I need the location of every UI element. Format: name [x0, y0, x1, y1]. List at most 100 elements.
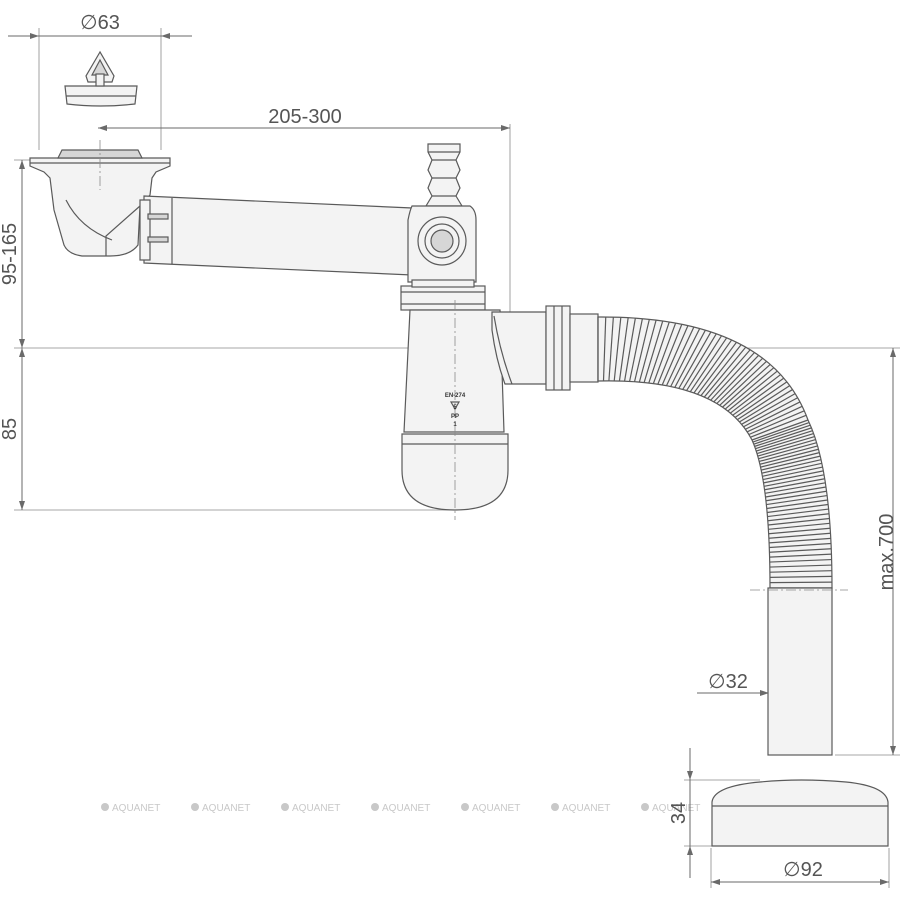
hose-rib: [743, 397, 798, 428]
hose-rib: [768, 517, 830, 526]
hose-rib: [752, 421, 810, 443]
recycle-icon: [449, 401, 461, 411]
hose-rib: [768, 532, 831, 539]
hose-rib: [710, 352, 755, 401]
hose-rib: [754, 427, 812, 447]
hose-rib: [737, 385, 791, 421]
dimension-outlet-spacing: 205-300: [98, 106, 511, 315]
hose-rib: [767, 503, 829, 514]
hose-rib: [682, 333, 717, 390]
watermark-text: AQUANET: [382, 803, 430, 814]
hose-rib: [643, 320, 664, 383]
hose-rib: [755, 430, 813, 450]
sink-strainer: [29, 140, 171, 257]
drain-pipe: [750, 587, 848, 756]
hose-rib: [766, 494, 828, 506]
watermark-text: AQUANET: [202, 803, 250, 814]
hose-rib: [700, 344, 742, 396]
hose-rib: [648, 321, 670, 384]
watermark-logo-icon: [101, 803, 109, 811]
hose-rib: [608, 317, 614, 381]
hose-rib: [768, 527, 831, 535]
hose-rib: [756, 435, 815, 455]
hose-rib: [765, 486, 827, 498]
hose-rib: [602, 316, 607, 381]
corrugated-hose: [597, 316, 833, 589]
hose-rib: [766, 499, 828, 510]
hose-rib: [758, 442, 817, 460]
hose-rib: [769, 581, 832, 584]
hose-rib: [730, 374, 781, 414]
hose-rib: [762, 462, 822, 477]
watermark-logo-icon: [371, 803, 379, 811]
hose-rib: [745, 401, 801, 430]
hose-ribs: [597, 316, 832, 589]
bottle-trap: EN-274 5 PP 1: [401, 300, 509, 520]
hose-rib: [767, 513, 830, 522]
dimension-strainer-diameter: ∅63: [8, 12, 192, 150]
material-marking: PP: [451, 414, 459, 420]
hose-rib: [689, 337, 728, 393]
overflow-connector: [424, 143, 464, 207]
hose-rib: [674, 329, 706, 388]
hose-rib: [697, 341, 737, 395]
watermark-logo-icon: [551, 803, 559, 811]
recycle-code: 5: [453, 405, 457, 411]
hose-rib: [765, 490, 827, 502]
hose-rib: [751, 419, 809, 441]
watermark-text: AQUANET: [652, 803, 700, 814]
hose-rib: [757, 439, 816, 457]
hose-rib: [769, 537, 831, 544]
hose-rib: [746, 405, 803, 433]
hose-rib: [678, 331, 712, 389]
hose-rib: [769, 575, 832, 578]
hose-rib: [764, 478, 825, 491]
watermark-text: AQUANET: [562, 803, 610, 814]
hose-rib: [693, 339, 733, 394]
hose-rib: [713, 354, 760, 403]
hose-rib: [763, 470, 824, 484]
hose-rib: [761, 455, 821, 471]
line-marking: 1: [453, 422, 457, 428]
dimension-trap-height: 85: [0, 348, 455, 511]
watermark-logo-icon: [641, 803, 649, 811]
watermark-logo-icon: [281, 803, 289, 811]
hose-rib: [769, 564, 832, 568]
hose-rib: [760, 452, 820, 468]
hose-rib: [753, 424, 811, 445]
watermark-text: AQUANET: [472, 803, 520, 814]
hose-rib: [661, 325, 689, 386]
hose-rib: [741, 393, 796, 425]
hose-rib: [769, 570, 832, 573]
dimension-hose-length: max.700: [835, 348, 900, 756]
hose-rib: [724, 367, 775, 410]
hose-rib: [767, 508, 829, 518]
watermark-text: AQUANET: [112, 803, 160, 814]
outlet-spacing-label: 205-300: [268, 106, 341, 128]
hose-rib: [638, 319, 657, 383]
hose-rib: [759, 448, 819, 465]
hose-rib: [657, 324, 683, 385]
trap-height-label: 85: [0, 418, 21, 440]
standard-marking: EN-274: [445, 393, 466, 399]
hose-rib: [618, 317, 629, 382]
hose-rib: [769, 553, 832, 558]
hose-rib: [633, 319, 650, 382]
hose-rib: [762, 466, 823, 481]
cap-diameter-label: ∅92: [783, 859, 823, 881]
hose-rib: [768, 522, 830, 530]
hose-rib: [763, 474, 825, 487]
hose-rib: [756, 432, 814, 452]
hose-rib: [761, 459, 822, 474]
strainer-diameter-label: ∅63: [80, 12, 120, 34]
hose-rib: [623, 318, 636, 382]
strainer-height-label: 95-165: [0, 223, 21, 285]
hose-rib: [748, 410, 805, 436]
hose-rib: [759, 445, 818, 463]
hose-rib: [732, 377, 785, 416]
watermark-text: AQUANET: [292, 803, 340, 814]
outlet-elbow: [491, 305, 599, 391]
hose-rib: [652, 322, 677, 384]
dimension-cap-height: 34: [668, 748, 760, 878]
